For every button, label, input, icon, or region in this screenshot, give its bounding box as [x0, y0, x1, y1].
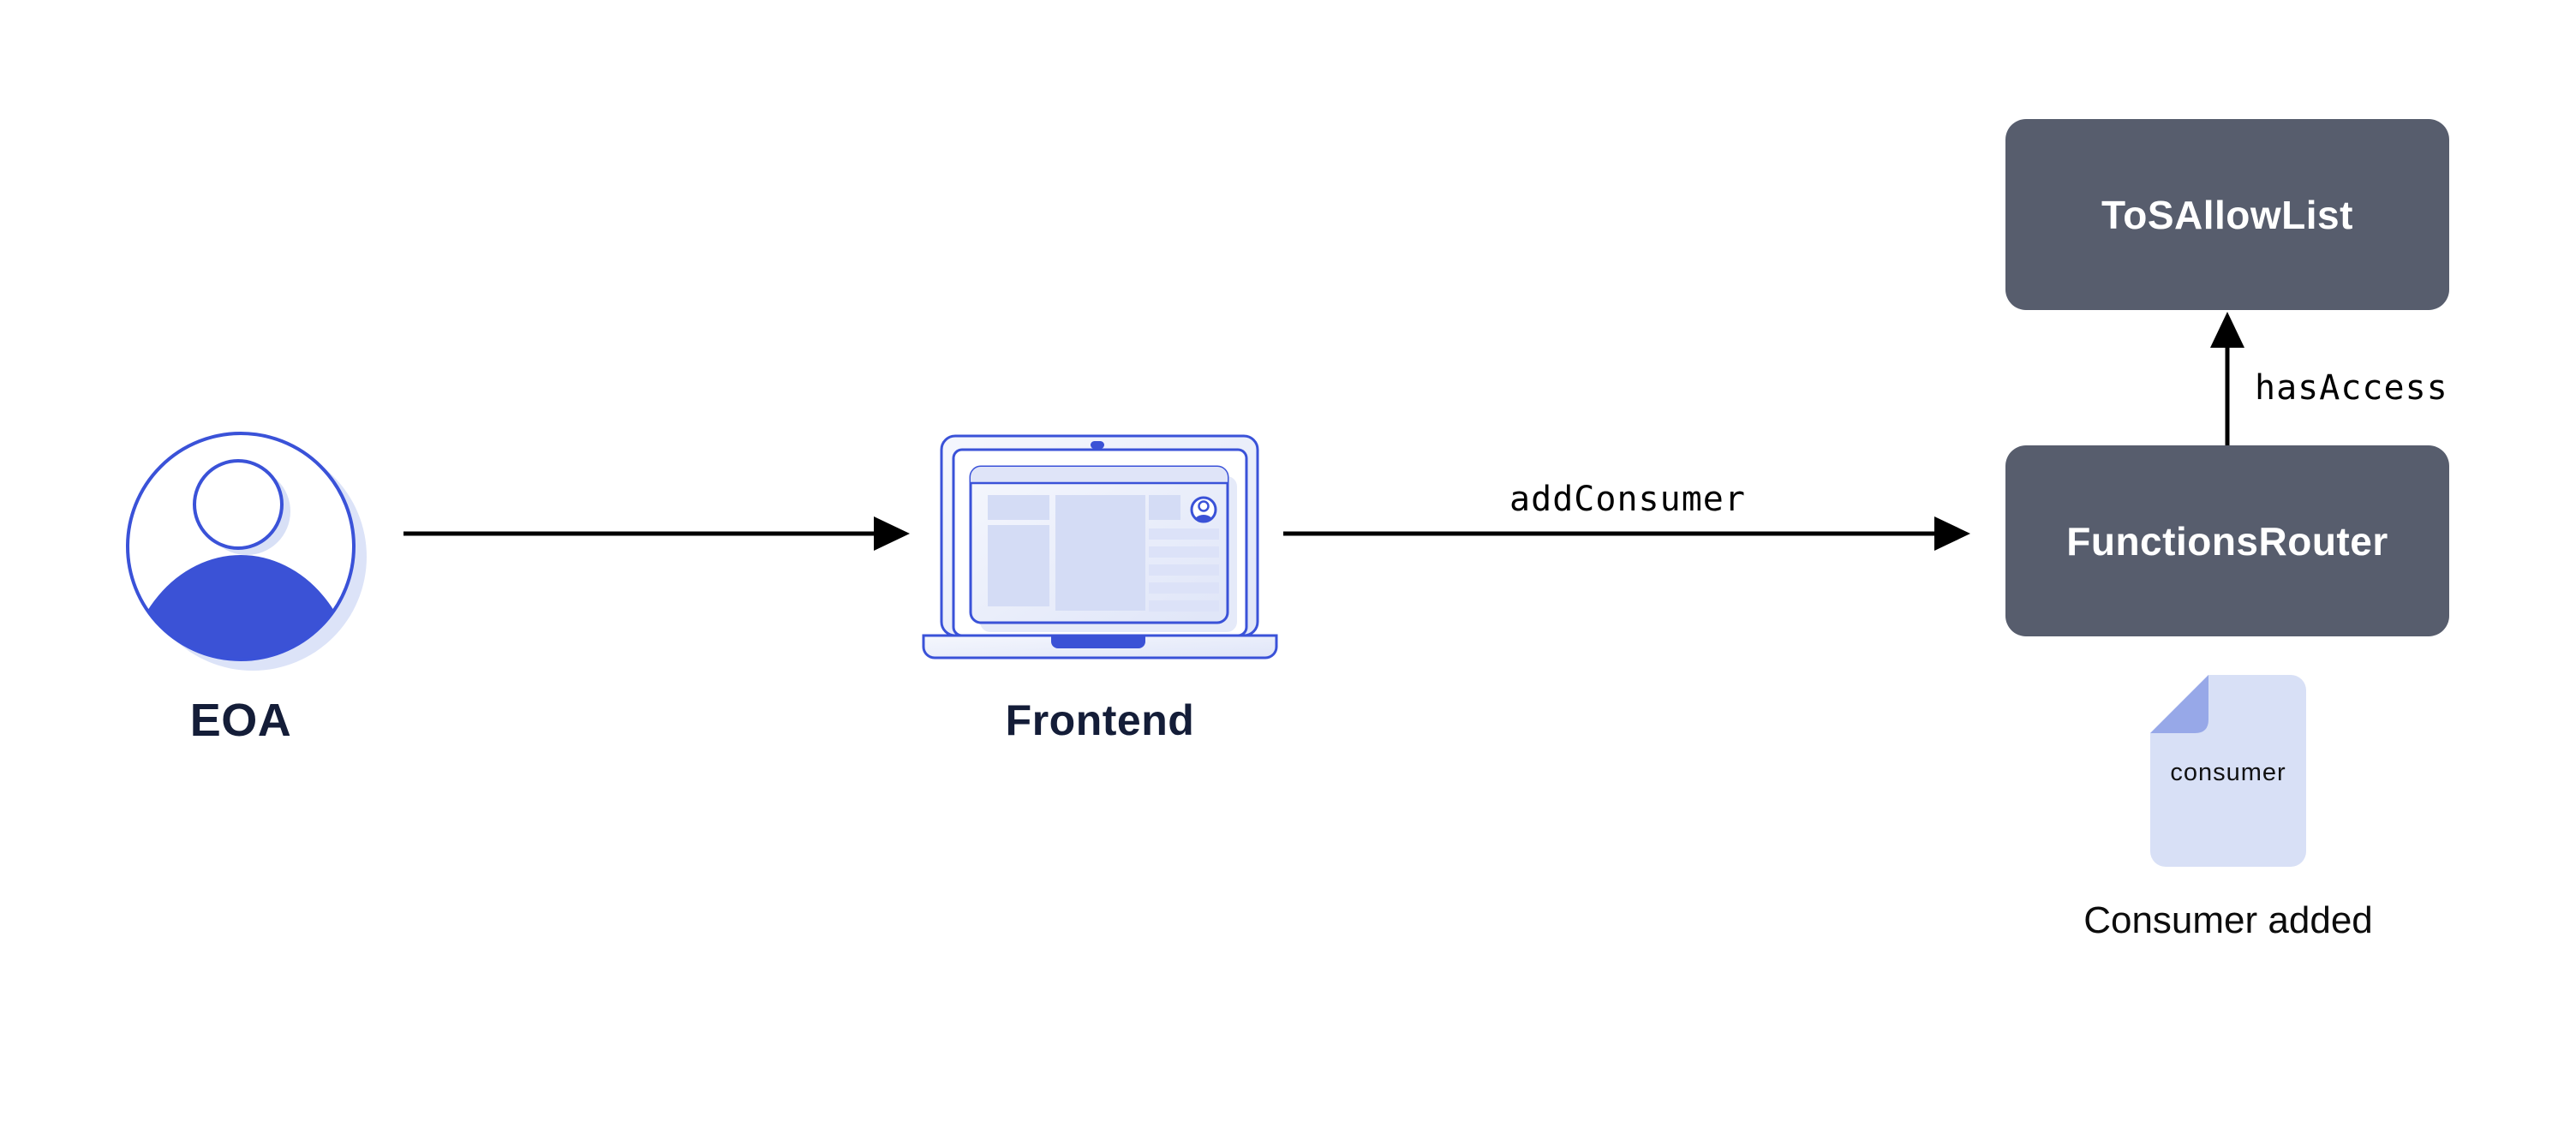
- mini-avatar-icon: [1190, 496, 1217, 523]
- arrow-eoa-to-frontend: [403, 516, 910, 551]
- functions-router-node: FunctionsRouter: [2005, 445, 2449, 636]
- frontend-label: Frontend: [1005, 696, 1195, 744]
- arrow-frontend-to-router: [1283, 516, 1970, 551]
- arrow-router-to-allowlist: [2210, 312, 2244, 445]
- consumer-file-label: consumer: [2170, 759, 2286, 786]
- page-placeholder-lines: [1149, 528, 1219, 612]
- folded-corner: [2150, 675, 2208, 733]
- functions-router-label: FunctionsRouter: [2066, 518, 2388, 564]
- tos-allow-list-label: ToSAllowList: [2101, 192, 2353, 237]
- tos-allow-list-node: ToSAllowList: [2005, 119, 2449, 310]
- page-placeholder-blocks: [988, 495, 1180, 611]
- document-icon: [2150, 675, 2306, 867]
- eoa-label: EOA: [189, 695, 292, 746]
- webcam-icon: [1091, 441, 1104, 449]
- laptop-browser-icon: [922, 434, 1278, 660]
- edge-label-hasaccess: hasAccess: [2255, 368, 2448, 408]
- consumer-added-caption: Consumer added: [2083, 899, 2373, 941]
- person-avatar-icon: [126, 432, 367, 671]
- edge-label-addconsumer: addConsumer: [1509, 480, 1746, 519]
